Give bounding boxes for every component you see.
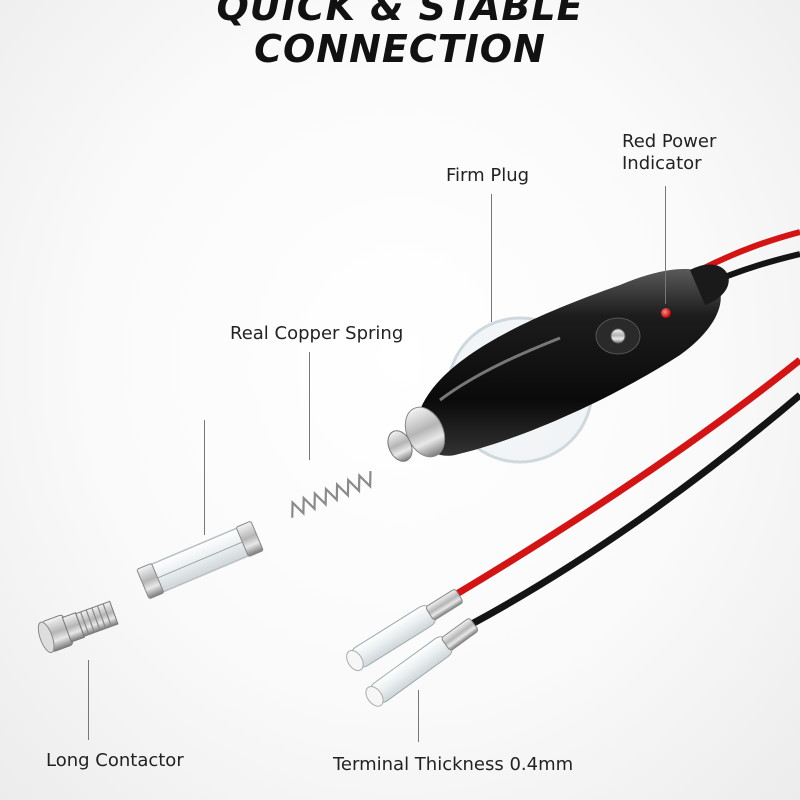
leader-terminal [418,690,419,742]
plug-body [417,269,721,456]
black-wire-long [468,392,800,629]
leader-fuse [204,420,205,535]
plug-groove [439,336,561,402]
label-long-contactor: Long Contactor [46,750,184,771]
label-red-power-indicator: Red Power Indicator [622,131,716,175]
cigarette-plug [387,264,729,464]
red-wire-top [698,229,800,273]
label-firm-plug: Firm Plug [446,165,530,186]
label-real-copper-spring: Real Copper Spring [230,323,404,344]
terminal-lower [365,618,479,707]
plug-screw [610,328,626,344]
headline-line-2: CONNECTION [254,27,546,71]
headline-line-1: QUICK & STABLE [216,0,584,29]
plug-strain-relief [690,264,729,305]
red-wire-group [453,229,800,629]
label-red-power-line-1: Red Power [622,131,717,152]
leader-long-contactor [88,660,89,740]
leader-red-power [665,186,666,304]
glass-fuse [136,521,264,599]
plug-tip [387,430,413,462]
copper-spring [291,471,372,518]
red-wire-long [453,357,800,599]
leader-copper-spring [309,352,310,460]
terminal-upper [346,589,463,672]
red-power-led [661,308,671,318]
long-contactor [37,600,119,653]
leader-firm-plug [491,194,492,322]
label-red-power-line-2: Indicator [622,153,702,174]
label-terminal-thickness: Terminal Thickness 0.4mm [333,754,574,775]
